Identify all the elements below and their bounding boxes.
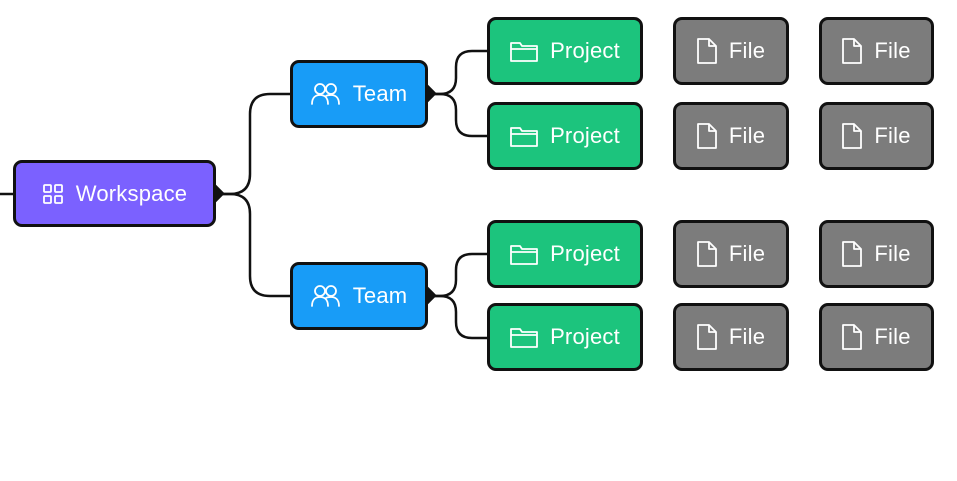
grid-icon: [42, 183, 64, 205]
file-label: File: [728, 38, 766, 63]
file-label: File: [874, 123, 911, 148]
folder-icon: [510, 243, 538, 265]
connector-workspace-team-2: [216, 192, 291, 298]
file-icon: [842, 123, 863, 149]
file-icon: [842, 324, 863, 350]
project-node-1-2[interactable]: Project: [487, 102, 643, 170]
file-node-1-1-1[interactable]: File: [673, 17, 789, 85]
file-node-1-1-2[interactable]: File: [819, 17, 934, 85]
team-node-2[interactable]: Team: [290, 262, 428, 330]
file-node-2-2-1[interactable]: File: [673, 303, 789, 371]
users-icon: [310, 82, 341, 106]
project-label: Project: [550, 324, 620, 349]
project-node-1-1[interactable]: Project: [487, 17, 643, 85]
file-icon: [696, 241, 717, 267]
project-node-2-1[interactable]: Project: [487, 220, 643, 288]
folder-icon: [510, 326, 538, 348]
project-label: Project: [550, 38, 620, 63]
project-node-2-2[interactable]: Project: [487, 303, 643, 371]
team-label: Team: [352, 81, 408, 106]
project-label: Project: [550, 241, 620, 266]
file-icon: [842, 38, 863, 64]
file-node-2-1-2[interactable]: File: [819, 220, 934, 288]
file-icon: [696, 38, 717, 64]
file-icon: [696, 324, 717, 350]
file-node-2-1-1[interactable]: File: [673, 220, 789, 288]
file-label: File: [874, 38, 911, 63]
file-node-1-2-2[interactable]: File: [819, 102, 934, 170]
folder-icon: [510, 125, 538, 147]
file-node-2-2-2[interactable]: File: [819, 303, 934, 371]
users-icon: [310, 284, 341, 308]
file-node-1-2-1[interactable]: File: [673, 102, 789, 170]
connector-workspace-team-1: [216, 92, 291, 196]
connector-team-2-project-1: [428, 252, 488, 298]
file-icon: [842, 241, 863, 267]
file-label: File: [874, 241, 911, 266]
project-label: Project: [550, 123, 620, 148]
team-node-1[interactable]: Team: [290, 60, 428, 128]
connector-team-1-project-2: [428, 92, 488, 138]
folder-icon: [510, 40, 538, 62]
file-label: File: [874, 324, 911, 349]
file-icon: [696, 123, 717, 149]
connector-team-1-project-1: [428, 49, 488, 96]
workspace-label: Workspace: [75, 180, 188, 206]
team-label: Team: [352, 283, 408, 308]
file-label: File: [728, 241, 766, 266]
workspace-node[interactable]: Workspace: [13, 160, 216, 227]
file-label: File: [728, 123, 766, 148]
file-label: File: [728, 324, 766, 349]
connector-team-2-project-2: [428, 294, 488, 340]
